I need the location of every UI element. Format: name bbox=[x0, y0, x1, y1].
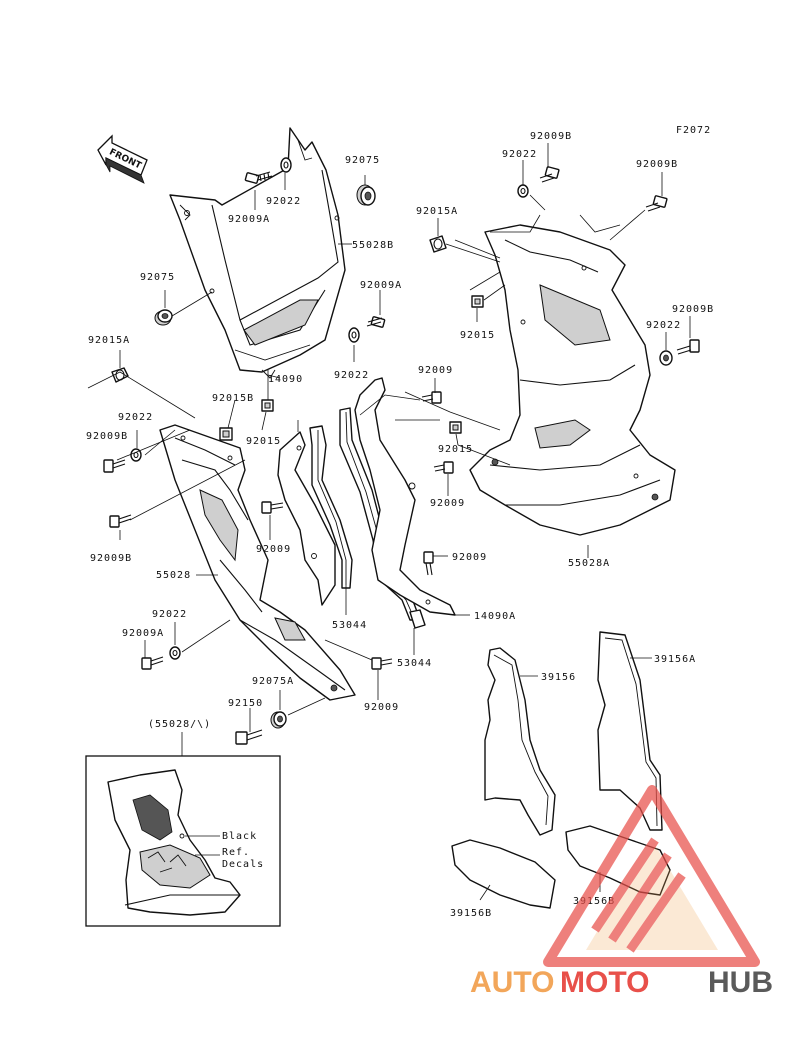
callout-14090: 14090 bbox=[268, 374, 303, 385]
inset-note-ref: Ref. bbox=[222, 847, 250, 858]
bolt-92009A-mid-icon bbox=[366, 316, 386, 328]
bolt-92009-r2-icon bbox=[433, 461, 454, 474]
callout-55028A: 55028A bbox=[568, 558, 610, 569]
callout-92015A-tr: 92015A bbox=[416, 206, 458, 217]
callout-labels: 92009A 92022 92075 55028B 92075 92009A 9… bbox=[86, 131, 714, 919]
callout-39156B-left: 39156B bbox=[450, 908, 492, 919]
bolt-92009A-top-icon bbox=[244, 171, 273, 184]
callout-53044-a: 53044 bbox=[332, 620, 367, 631]
watermark-moto: MOTO bbox=[560, 966, 649, 999]
washer-92022-top-icon bbox=[280, 157, 292, 173]
callout-92022-mid: 92022 bbox=[334, 370, 369, 381]
front-arrow-icon: FRONT bbox=[97, 134, 148, 184]
grommet-92075-left-icon bbox=[154, 309, 173, 326]
bolt-92009B-tr2-icon bbox=[645, 195, 668, 212]
callout-92009-r1: 92009 bbox=[418, 365, 453, 376]
washer-92022-mid-icon bbox=[348, 327, 360, 343]
bolt-92009B-tr1-icon bbox=[539, 166, 560, 183]
part-55028 bbox=[159, 424, 356, 701]
watermark-stripes bbox=[591, 837, 686, 953]
grommet-92075A-icon bbox=[270, 711, 287, 729]
bolt-92009-r1-icon bbox=[421, 391, 442, 404]
watermark-hub: HUB bbox=[708, 966, 773, 999]
bolt-92150-icon bbox=[235, 729, 263, 745]
part-14090 bbox=[277, 431, 336, 606]
part-14090A bbox=[354, 377, 456, 616]
callout-92009B-r: 92009B bbox=[672, 304, 714, 315]
washer-92022-tr-icon bbox=[517, 184, 529, 198]
callout-55028B: 55028B bbox=[352, 240, 394, 251]
part-55028B bbox=[169, 127, 346, 379]
callout-92022-tr: 92022 bbox=[502, 149, 537, 160]
callout-92009A-top: 92009A bbox=[228, 214, 270, 225]
clip-92015-left-icon bbox=[261, 399, 274, 412]
callout-92009-low: 92009 bbox=[364, 702, 399, 713]
callout-92015B: 92015B bbox=[212, 393, 254, 404]
watermark-logo bbox=[543, 785, 760, 967]
part-39156B-right bbox=[565, 825, 671, 896]
callout-14090A: 14090A bbox=[474, 611, 516, 622]
callout-92022-low: 92022 bbox=[152, 609, 187, 620]
screw-92015A-left-icon bbox=[111, 367, 129, 383]
callout-92150: 92150 bbox=[228, 698, 263, 709]
part-55028A bbox=[469, 224, 676, 536]
callout-92015A-left: 92015A bbox=[88, 335, 130, 346]
clip-92015-r1-icon bbox=[449, 421, 462, 434]
inset-note-decals: Decals bbox=[222, 859, 264, 870]
callout-92022-left: 92022 bbox=[118, 412, 153, 423]
callout-39156: 39156 bbox=[541, 672, 576, 683]
watermark-text: AUTO MOTO HUB bbox=[470, 966, 773, 999]
washer-92022-left-icon bbox=[130, 448, 142, 462]
inset-ref: (55028/\) bbox=[148, 719, 211, 730]
washer-92022-low-icon bbox=[169, 646, 181, 660]
callout-92022-r: 92022 bbox=[646, 320, 681, 331]
leader-lines bbox=[87, 143, 691, 901]
callout-92009B-tr2: 92009B bbox=[636, 159, 678, 170]
part-39156B-left bbox=[451, 839, 556, 909]
inset-box: (55028/\) Black Ref. Decals bbox=[85, 719, 281, 927]
callout-92015-r1: 92015 bbox=[438, 444, 473, 455]
callout-92009A-low: 92009A bbox=[122, 628, 164, 639]
bolt-92009A-low-icon bbox=[141, 656, 164, 670]
clip-92015-tr-icon bbox=[471, 295, 484, 308]
bolt-92009-low-icon bbox=[371, 657, 393, 670]
screw-92015A-tr-icon bbox=[429, 235, 447, 253]
clip-92015B-icon bbox=[219, 427, 233, 441]
bolt-92009B-left-icon bbox=[103, 459, 126, 473]
bolt-92009B-r-icon bbox=[676, 339, 700, 355]
callout-92009-r2: 92009 bbox=[430, 498, 465, 509]
callout-92009A-mid: 92009A bbox=[360, 280, 402, 291]
callout-92009-center: 92009 bbox=[256, 544, 291, 555]
callout-53044-b: 53044 bbox=[397, 658, 432, 669]
part-39156A bbox=[597, 631, 663, 831]
bolt-92009-center-icon bbox=[261, 501, 284, 514]
grommet-92075-top-icon bbox=[356, 184, 376, 206]
callout-92075A: 92075A bbox=[252, 676, 294, 687]
callout-92009B-tr1: 92009B bbox=[530, 131, 572, 142]
callout-55028: 55028 bbox=[156, 570, 191, 581]
part-53044-left bbox=[309, 425, 353, 589]
callout-92009B-left: 92009B bbox=[86, 431, 128, 442]
callout-92022-top: 92022 bbox=[266, 196, 301, 207]
callout-92015-tr: 92015 bbox=[460, 330, 495, 341]
callout-92015-left: 92015 bbox=[246, 436, 281, 447]
callout-92075-left: 92075 bbox=[140, 272, 175, 283]
figure-code: F2072 bbox=[676, 125, 711, 136]
callout-92075-top: 92075 bbox=[345, 155, 380, 166]
callout-92009-r3: 92009 bbox=[452, 552, 487, 563]
callout-39156A: 39156A bbox=[654, 654, 696, 665]
washer-92022-r-icon bbox=[659, 350, 673, 366]
bolt-92009B-low-icon bbox=[109, 514, 132, 528]
part-39156 bbox=[484, 647, 556, 836]
watermark-auto: AUTO bbox=[470, 966, 554, 999]
bolt-92009-r3-icon bbox=[423, 551, 434, 576]
callout-92009B-low: 92009B bbox=[90, 553, 132, 564]
inset-note-black: Black bbox=[222, 831, 257, 842]
callout-39156B-right: 39156B bbox=[573, 896, 615, 907]
